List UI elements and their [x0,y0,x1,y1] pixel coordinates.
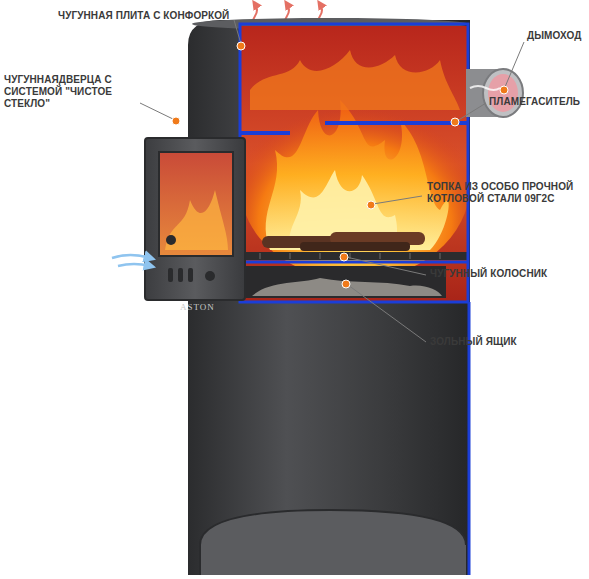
leader-line [140,103,175,120]
air-arrows [112,255,150,266]
flame-damper [325,121,468,125]
stand-hollow-edge [200,510,466,575]
stand-hollow [200,510,466,575]
callout-label: ЗОЛЬНЫЙ ЯЩИК [430,336,517,348]
door-frame [145,138,245,300]
leader-dot [367,201,375,209]
brand-logo: ASTON [180,302,215,312]
door-glass [159,152,233,256]
door [145,138,245,300]
firebox-cutaway [240,24,470,302]
smoke [470,86,500,90]
air-slot [168,268,173,282]
callout-label: ТОПКА ИЗ ОСОБО ПРОЧНОЙ КОТЛОВОЙ СТАЛИ 09… [427,181,581,205]
air-arrow [118,264,150,266]
leader-dots [172,42,508,288]
leader-line [346,257,426,275]
leader-line [234,20,241,44]
firebox-outline [240,24,468,302]
callout-label: ЧУГУННАЯ ПЛИТА С КОНФОРКОЙ [58,10,229,22]
leader-dot [342,280,350,288]
grate-support [240,261,468,264]
glass-flame [165,190,228,250]
stand [200,302,469,575]
baffle [240,131,290,135]
ash [252,278,442,296]
air-knob [205,271,215,281]
ash-box [246,266,446,298]
air-slot [188,268,193,282]
log [300,242,410,251]
callout-label: ЧУГУННЫЙ КОЛОСНИК [430,268,547,280]
leader-dot [451,118,459,126]
leader-line [348,285,426,342]
leader-dot [237,42,245,50]
leader-dot [500,86,508,94]
callout-label: ЧУГУННАЯДВЕРЦА С СИСТЕМОЙ "ЧИСТОЕ СТЕКЛО… [4,74,154,110]
door-handle [166,235,176,245]
flame-top [250,50,460,110]
leader-dot [172,117,180,125]
air-slot [178,268,183,282]
leader-line [373,196,422,204]
chimney-end [483,69,523,117]
air-arrow [112,255,150,258]
callout-label: ДЫМОХОД [527,30,582,42]
callout-label: ПЛАМЕГАСИТЕЛЬ [489,96,580,108]
leader-line [505,42,524,87]
leader-line [457,103,486,121]
leader-dot [340,253,348,261]
